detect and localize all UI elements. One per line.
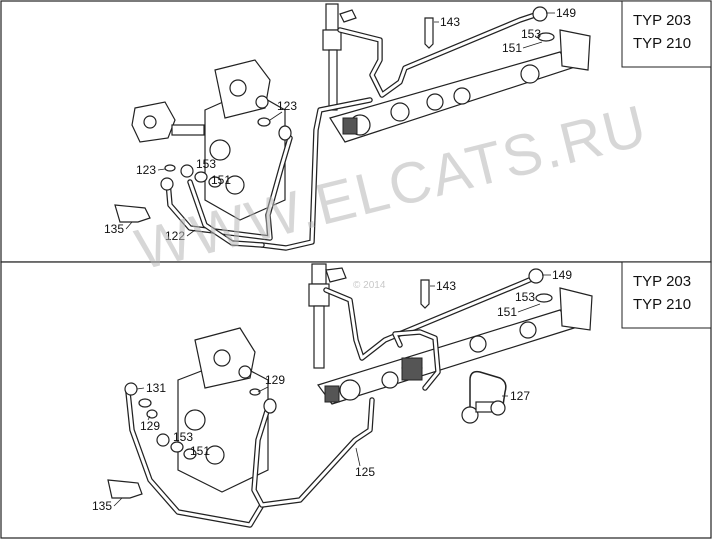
copyright-mark: © 2014: [353, 280, 386, 291]
callout-135-top: 135: [104, 222, 124, 236]
typ-box-bottom: [621, 261, 712, 329]
callout-153-bottom: 153: [515, 290, 535, 304]
callout-129-right-bottom: 129: [265, 373, 285, 387]
callout-123-upper-top: 123: [277, 99, 297, 113]
callout-149-bottom: 149: [552, 268, 572, 282]
callout-153-top: 153: [521, 27, 541, 41]
callouts-bottom: 143 149 153 151 131 129 129 153 151 135 …: [92, 268, 572, 513]
callout-151-top: 151: [502, 41, 522, 55]
seals-and-fittings-bottom: [107, 268, 553, 499]
callout-131-bottom: 131: [146, 381, 166, 395]
typ-label-bottom-1: TYP 203: [633, 273, 691, 290]
panel-bottom-frame: [0, 261, 712, 539]
callout-143-bottom: 143: [436, 279, 456, 293]
fuel-rail-top: [329, 29, 591, 143]
callout-151-bottom: 151: [497, 305, 517, 319]
typ-label-top-2: TYP 210: [633, 35, 691, 52]
callouts-top: 143 149 153 151 123 123 153 151 135 122: [104, 6, 576, 243]
callout-151-lower-bottom: 151: [190, 444, 210, 458]
callout-153-lower-top: 153: [196, 157, 216, 171]
callout-135-bottom: 135: [92, 499, 112, 513]
callout-153-lower-bottom: 153: [173, 430, 193, 444]
typ-box-top: [621, 0, 712, 68]
callout-149-top: 149: [556, 6, 576, 20]
callout-151-lower-top: 151: [211, 173, 231, 187]
injector-bottom: [308, 263, 347, 369]
panel-bottom: TYP 203 TYP 210: [0, 261, 712, 539]
callout-122-top: 122: [165, 229, 185, 243]
clamp-127: [461, 370, 507, 424]
callout-129-left-bottom: 129: [140, 419, 160, 433]
fuel-pipes-bottom: [125, 275, 537, 528]
callout-127-bottom: 127: [510, 389, 530, 403]
high-pressure-pump-bottom: [177, 327, 269, 493]
typ-label-bottom-2: TYP 210: [633, 296, 691, 313]
typ-label-top-1: TYP 203: [633, 12, 691, 29]
callout-125-bottom: 125: [355, 465, 375, 479]
callout-123-lower-top: 123: [136, 163, 156, 177]
callout-143-top: 143: [440, 15, 460, 29]
fuel-rail-bottom: [317, 287, 593, 405]
injector-top: [322, 3, 357, 111]
fuel-pipes-top: [165, 11, 541, 251]
seals-and-fittings-top: [114, 6, 555, 223]
panel-top: TYP 203 TYP 210: [0, 0, 712, 263]
